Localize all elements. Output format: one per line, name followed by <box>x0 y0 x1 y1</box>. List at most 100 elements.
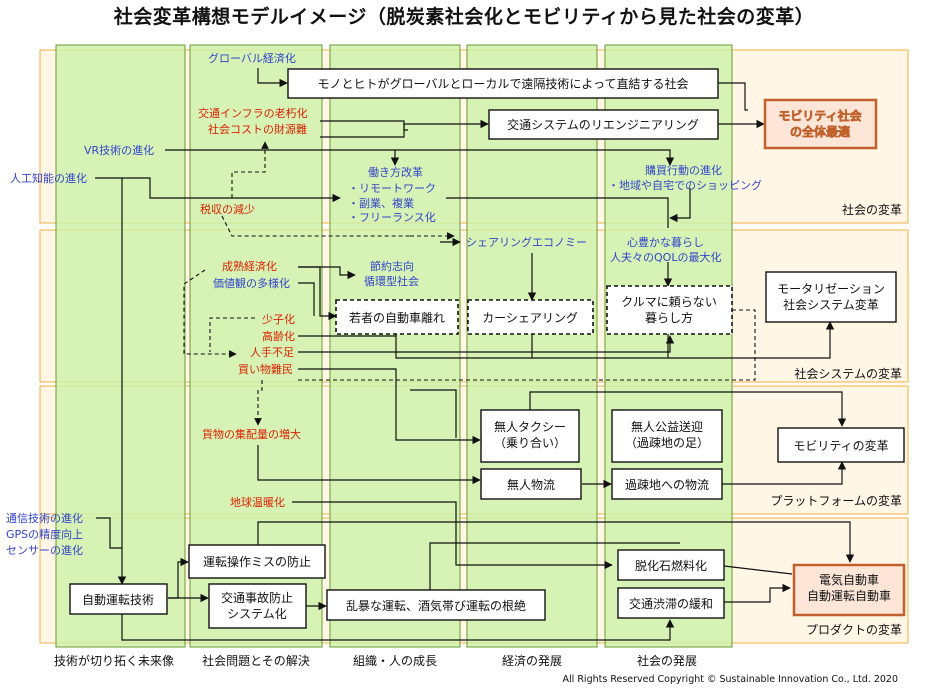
driver-aging: 高齢化 <box>262 329 295 343</box>
box-reckless <box>326 589 546 621</box>
driver-work-style-1: ・リモートワーク <box>348 182 436 195</box>
driver-work-style-2: ・副業、複業 <box>348 196 414 210</box>
connector <box>446 197 669 228</box>
box-accident-prev-label-1: 交通事故防止 <box>221 590 293 605</box>
box-unmanned-logistics <box>480 468 582 500</box>
driver-purchasing-sub: ・地域や自宅でのショッピング <box>608 178 762 192</box>
connector <box>395 321 835 359</box>
box-youth-away <box>335 299 459 335</box>
driver-tax: 税収の減少 <box>200 202 255 216</box>
box-auto-driving <box>69 583 168 615</box>
driver-saving-1: 節約志向 <box>370 259 414 273</box>
box-driving-error-label: 運転操作ミスの防止 <box>203 554 311 569</box>
driver-saving-2: 循環型社会 <box>364 274 419 288</box>
box-transport-reeng <box>488 109 719 140</box>
box-auto-driving-label: 自動運転技術 <box>82 593 154 607</box>
column-org <box>329 44 461 648</box>
connector-dashed <box>296 309 756 381</box>
box-ev-label-1: 電気自動車 <box>819 572 879 587</box>
connector <box>122 177 341 203</box>
box-youth-away-label: 若者の自動車離れ <box>349 311 445 325</box>
box-accident-prev-label-2: システム化 <box>227 607 287 621</box>
box-goal-society-label-1: モビリティ社会 <box>778 108 862 123</box>
box-rural-logistics-label: 過疎地への物流 <box>625 478 709 492</box>
connector <box>298 335 675 353</box>
driver-work-style-3: ・フリーランス化 <box>348 210 436 224</box>
box-decarbon <box>617 549 725 581</box>
box-transport-reeng-label: 交通システムのリエンジニアリング <box>507 117 699 132</box>
band-label-society: 社会の変革 <box>842 202 902 217</box>
driver-rich-life-2: 人夫々のQOLの最大化 <box>610 250 721 264</box>
driver-global-econ: グローバル経済化 <box>208 51 296 65</box>
connector-dashed <box>254 380 263 426</box>
connector <box>257 445 481 485</box>
driver-rich-life-1: 心豊かな暮らし <box>627 235 704 249</box>
box-mobility-change <box>777 427 905 463</box>
box-car-free-label-1: クルマに頼らない <box>621 295 717 309</box>
box-robotaxi-label-1: 無人タクシー <box>494 419 566 434</box>
connector <box>96 517 122 549</box>
connector <box>298 282 315 316</box>
driver-mature-econ: 成熟経済化 <box>222 259 277 273</box>
copyright: All Rights Reserved Copyright © Sustaina… <box>563 674 898 685</box>
driver-ai: 人工知能の進化 <box>10 171 87 185</box>
connector <box>292 501 613 570</box>
driver-shopping-refugees: 買い物難民 <box>238 362 293 376</box>
connector-dashed <box>209 317 255 352</box>
column-tech <box>55 44 186 648</box>
driver-vr: VR技術の進化 <box>84 143 154 157</box>
driver-sharing-econ: シェアリングエコノミー <box>466 235 587 249</box>
box-mobility-change-label: モビリティの変革 <box>793 438 888 453</box>
driver-sensor: センサーの進化 <box>6 543 83 557</box>
box-public-shuttle-label-2: （過疎地の足） <box>625 436 709 450</box>
box-mono-hito-label: モノとヒトがグローバルとローカルで遠隔技術によって直結する社会 <box>318 76 689 91</box>
driver-gps: GPSの精度向上 <box>6 527 83 541</box>
connector <box>669 188 691 223</box>
connector-dashed <box>221 215 410 237</box>
driver-labor-short: 人手不足 <box>250 345 294 359</box>
column-label-econ: 経済の発展 <box>502 653 562 668</box>
page-title: 社会変革構想モデルイメージ（脱炭素社会化とモビリティから見た社会の変革） <box>113 6 815 28</box>
connector <box>298 368 481 445</box>
box-reckless-label: 乱暴な運転、酒気帯び運転の根絶 <box>346 598 526 613</box>
box-congestion <box>617 587 725 619</box>
box-ev <box>792 563 906 617</box>
box-public-shuttle <box>611 409 723 463</box>
box-motorization-label-2: 社会システム変革 <box>783 297 879 312</box>
driver-freight: 貨物の集配量の増大 <box>202 427 301 441</box>
connector <box>320 119 489 138</box>
connector <box>723 565 793 575</box>
driver-low-birth: 少子化 <box>262 312 295 326</box>
column-label-soc: 社会の発展 <box>637 653 697 668</box>
connector-dashed <box>231 141 269 198</box>
box-goal-society-label-2: の全体最適 <box>790 124 850 139</box>
box-robotaxi-label-2: （乗り合い） <box>494 435 566 450</box>
connector <box>395 149 675 166</box>
column-label-org: 組織・人の成長 <box>353 654 437 668</box>
connector <box>718 82 748 111</box>
connector <box>257 68 288 88</box>
column-label-issues: 社会問題とその解決 <box>202 653 310 668</box>
driver-comm-tech: 通信技術の進化 <box>6 511 83 525</box>
box-car-free <box>606 285 733 335</box>
connector <box>298 266 337 321</box>
column-label-tech: 技術が切り拓く未来像 <box>54 653 174 668</box>
box-public-shuttle-label-1: 無人公益送迎 <box>631 419 703 434</box>
connector <box>724 583 791 603</box>
driver-values: 価値観の多様化 <box>213 276 290 290</box>
box-car-sharing <box>467 299 594 335</box>
driver-infra-aging: 交通インフラの老朽化 <box>198 106 308 120</box>
box-car-sharing-label: カーシェアリング <box>482 311 578 325</box>
box-ev-label-2: 自動運転自動車 <box>807 589 891 603</box>
box-car-free-label-2: 暮らし方 <box>645 310 693 325</box>
connectors <box>95 68 855 641</box>
band-label-product: プロダクトの変革 <box>806 622 902 637</box>
connector <box>410 389 457 438</box>
box-rural-logistics <box>611 468 723 500</box>
box-unmanned-logistics-label: 無人物流 <box>507 477 555 492</box>
box-decarbon-label: 脱化石燃料化 <box>635 558 707 573</box>
box-accident-prev <box>208 583 307 629</box>
driver-social-cost: 社会コストの財源難 <box>208 122 307 136</box>
box-mono-hito <box>287 68 719 99</box>
